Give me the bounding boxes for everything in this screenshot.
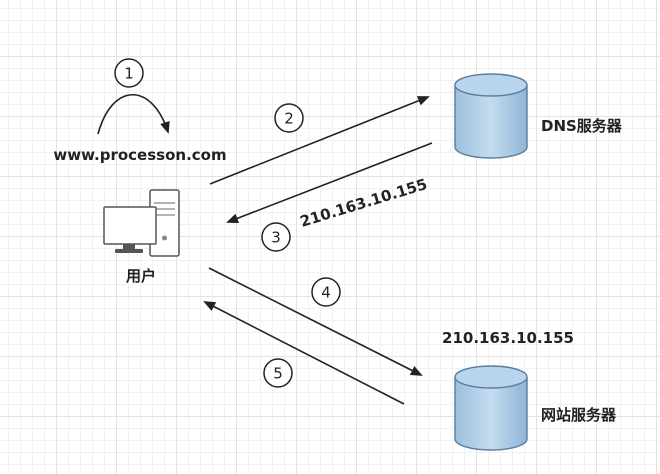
domain-label: www.processon.com [53, 146, 226, 164]
step-2-number: 2 [284, 110, 294, 128]
step-2-circle [274, 103, 304, 133]
step-1-circle [114, 58, 144, 88]
step-5-arrow [203, 301, 405, 405]
step-5-circle [263, 358, 293, 388]
computer-icon [103, 189, 180, 257]
step-4-arrow [208, 267, 423, 376]
dns-server-cylinder [454, 73, 528, 159]
step-4-number: 4 [321, 284, 331, 302]
step-5-number: 5 [273, 365, 283, 383]
step-3-number: 3 [271, 229, 281, 247]
step-1-arrow [97, 94, 170, 135]
dns-reply-ip-label: 210.163.10.155 [298, 175, 429, 231]
step-1-group: 1 [97, 58, 170, 135]
step-3-arrow [226, 142, 433, 224]
step-2-arrow [209, 96, 430, 185]
user-label: 用户 [126, 267, 156, 285]
web-request-ip-label: 210.163.10.155 [442, 329, 574, 347]
web-server-label: 网站服务器 [541, 406, 617, 424]
step-1-number: 1 [124, 65, 134, 83]
step-4-circle [311, 277, 341, 307]
step-3-circle [261, 222, 291, 252]
web-server-cylinder [454, 365, 528, 451]
dns-server-label: DNS服务器 [541, 117, 623, 135]
